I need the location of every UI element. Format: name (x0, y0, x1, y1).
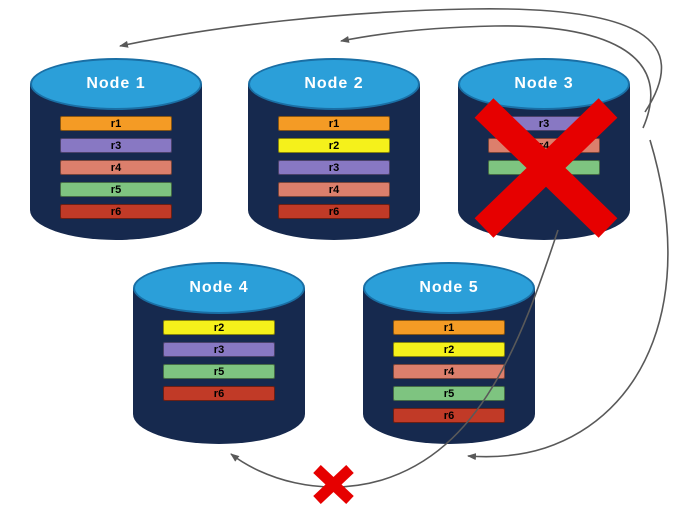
node-1: Node 1 r1 r3 r4 r5 r6 (30, 58, 202, 240)
node-5-label: Node 5 (419, 279, 479, 296)
failure-x-arrow (313, 464, 354, 505)
record-r2: r2 (163, 320, 275, 335)
node-5-records: r1 r2 r4 r5 r6 (363, 320, 535, 423)
record-r3: r3 (60, 138, 172, 153)
record-r3: r3 (163, 342, 275, 357)
record-r2: r2 (393, 342, 505, 357)
record-r6: r6 (163, 386, 275, 401)
node-5-title-bar: Node 5 (363, 262, 535, 314)
node-3-label: Node 3 (514, 75, 574, 92)
node-1-records: r1 r3 r4 r5 r6 (30, 116, 202, 219)
record-r1: r1 (393, 320, 505, 335)
record-r3: r3 (488, 116, 600, 131)
node-4-label: Node 4 (189, 279, 249, 296)
record-r4: r4 (393, 364, 505, 379)
node-2-title-bar: Node 2 (248, 58, 420, 110)
node-1-label: Node 1 (86, 75, 146, 92)
node-3: Node 3 r3 r4 r5 (458, 58, 630, 240)
record-r2: r2 (278, 138, 390, 153)
record-r4: r4 (488, 138, 600, 153)
record-r4: r4 (60, 160, 172, 175)
node-4-title-bar: Node 4 (133, 262, 305, 314)
record-r5: r5 (488, 160, 600, 175)
record-r5: r5 (163, 364, 275, 379)
record-r4: r4 (278, 182, 390, 197)
node-2: Node 2 r1 r2 r3 r4 r6 (248, 58, 420, 240)
node-4: Node 4 r2 r3 r5 r6 (133, 262, 305, 444)
node-3-title-bar: Node 3 (458, 58, 630, 110)
record-r6: r6 (278, 204, 390, 219)
record-r1: r1 (60, 116, 172, 131)
node-3-records: r3 r4 r5 (458, 116, 630, 175)
record-r1: r1 (278, 116, 390, 131)
record-r5: r5 (393, 386, 505, 401)
node-5: Node 5 r1 r2 r4 r5 r6 (363, 262, 535, 444)
record-r5: r5 (60, 182, 172, 197)
record-r6: r6 (60, 204, 172, 219)
node-4-records: r2 r3 r5 r6 (133, 320, 305, 401)
record-r3: r3 (278, 160, 390, 175)
node-2-label: Node 2 (304, 75, 364, 92)
node-2-records: r1 r2 r3 r4 r6 (248, 116, 420, 219)
node-1-title-bar: Node 1 (30, 58, 202, 110)
record-r6: r6 (393, 408, 505, 423)
